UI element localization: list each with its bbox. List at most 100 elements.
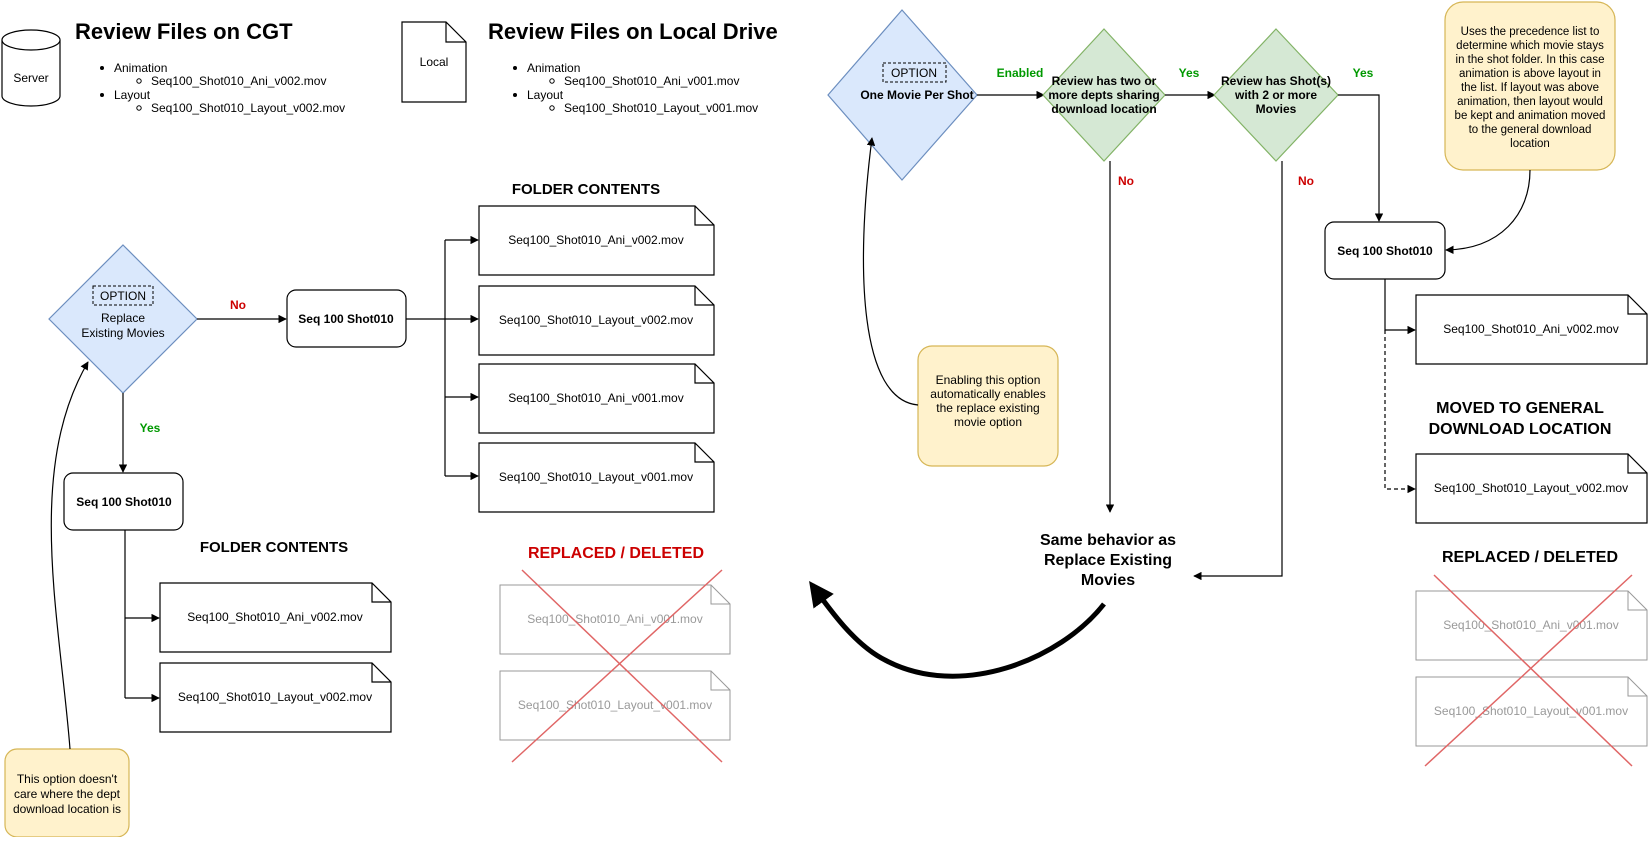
- yes-label: Yes: [1179, 66, 1200, 80]
- option-tag-box: [882, 62, 947, 83]
- decision-label: Review has two or: [1052, 74, 1157, 88]
- note-text: be kept and animation moved: [1455, 110, 1606, 122]
- folder-bracket: [406, 235, 479, 481]
- note-text: automatically enables: [930, 387, 1045, 401]
- local-file-icon: [401, 21, 467, 103]
- decision-label: Review has Shot(s): [1221, 74, 1331, 88]
- deleted-file-node: Seq100_Shot010_Layout_v001.mov: [1415, 676, 1648, 747]
- note-text: Uses the precedence list to: [1461, 26, 1600, 38]
- deleted-cross: [1424, 574, 1633, 767]
- file-node: Seq100_Shot010_Ani_v001.mov: [478, 363, 715, 434]
- file-name: Seq100_Shot010_Layout_v001.mov: [499, 470, 693, 484]
- note-text: movie option: [954, 415, 1022, 429]
- no-connector: [1193, 161, 1283, 581]
- file-name: Seq100_Shot010_Ani_v002.mov: [1443, 322, 1618, 336]
- file-name: Seq100_Shot010_Ani_v002.mov: [508, 233, 683, 247]
- deleted-cross: [511, 569, 723, 763]
- shot-node-label: Seq 100 Shot010: [1337, 244, 1433, 258]
- file-name: Seq100_Shot010_Layout_v002.mov: [499, 313, 693, 327]
- note-text: determine which movie stays: [1456, 40, 1604, 52]
- cgt-list-file: Seq100_Shot010_Ani_v002.mov: [151, 74, 326, 88]
- decision-label: Movies: [1256, 102, 1297, 116]
- folder-contents-title: FOLDER CONTENTS: [200, 539, 348, 556]
- depts-decision: [1042, 28, 1166, 162]
- note-text: the replace existing: [936, 401, 1039, 415]
- no-label: No: [1118, 174, 1134, 188]
- note-text: Enabling this option: [936, 373, 1041, 387]
- server-icon: [1, 29, 61, 107]
- same-behavior-text: Same behavior as: [1040, 532, 1176, 549]
- same-behavior-text: Movies: [1081, 572, 1135, 589]
- local-list-dept: Layout: [527, 88, 564, 102]
- note-text: animation, then layout would: [1457, 96, 1603, 108]
- local-icon-label: Local: [420, 55, 449, 69]
- deleted-file-node: Seq100_Shot010_Ani_v001.mov: [499, 584, 731, 655]
- same-behavior-text: Replace Existing: [1044, 552, 1172, 569]
- replaced-deleted-title: REPLACED / DELETED: [1442, 549, 1618, 566]
- one-movie-per-shot-decision: [827, 9, 978, 181]
- local-list-file: Seq100_Shot010_Layout_v001.mov: [564, 101, 758, 115]
- deleted-file-name: Seq100_Shot010_Ani_v001.mov: [1443, 618, 1618, 632]
- no-label: No: [1298, 174, 1314, 188]
- note-connector: [50, 361, 89, 750]
- yes-label: Yes: [1353, 66, 1374, 80]
- file-node: Seq100_Shot010_Ani_v002.mov: [1415, 294, 1648, 365]
- yes-label: Yes: [140, 421, 161, 435]
- folder-contents-title: FOLDER CONTENTS: [512, 181, 660, 198]
- decision-label: with 2 or more: [1234, 88, 1317, 102]
- moved-title: MOVED TO GENERAL: [1436, 400, 1604, 417]
- file-name: Seq100_Shot010_Layout_v002.mov: [178, 690, 372, 704]
- option-tag: OPTION: [100, 289, 146, 303]
- file-name: Seq100_Shot010_Layout_v002.mov: [1434, 481, 1628, 495]
- deleted-file-name: Seq100_Shot010_Ani_v001.mov: [527, 612, 702, 626]
- shot-node-label: Seq 100 Shot010: [76, 495, 172, 509]
- yes-connector: [1338, 94, 1384, 222]
- local-list-file: Seq100_Shot010_Ani_v001.mov: [564, 74, 739, 88]
- note-text: download location is: [13, 802, 121, 816]
- local-list-dept: Animation: [527, 61, 580, 75]
- folder-bracket: [124, 530, 160, 703]
- local-list: Animation Seq100_Shot010_Ani_v001.mov La…: [513, 61, 758, 115]
- file-node: Seq100_Shot010_Layout_v002.mov: [159, 662, 392, 733]
- deleted-file-node: Seq100_Shot010_Layout_v001.mov: [499, 670, 731, 741]
- decision-label: Replace: [101, 311, 145, 325]
- note-text: This option doesn't: [17, 772, 118, 786]
- replaced-deleted-title: REPLACED / DELETED: [528, 545, 704, 562]
- local-title: Review Files on Local Drive: [488, 19, 778, 44]
- same-behavior-curved-arrow: [809, 580, 1106, 679]
- file-name: Seq100_Shot010_Ani_v002.mov: [187, 610, 362, 624]
- shot-node-label: Seq 100 Shot010: [298, 312, 394, 326]
- cgt-list: Animation Seq100_Shot010_Ani_v002.mov La…: [100, 61, 345, 115]
- cgt-list-dept: Layout: [114, 88, 151, 102]
- file-node: Seq100_Shot010_Layout_v002.mov: [478, 285, 715, 356]
- decision-label: download location: [1051, 102, 1156, 116]
- note-text: in the shot folder. In this case: [1456, 54, 1605, 66]
- shots-decision: [1213, 28, 1339, 162]
- no-label: No: [230, 298, 246, 312]
- kept-connector: [1384, 279, 1416, 335]
- note-text: animation is above layout in: [1459, 68, 1601, 80]
- enabled-label: Enabled: [997, 66, 1044, 80]
- cgt-title: Review Files on CGT: [75, 19, 293, 44]
- deleted-file-node: Seq100_Shot010_Ani_v001.mov: [1415, 590, 1648, 661]
- note-connector: [1445, 169, 1531, 255]
- file-name: Seq100_Shot010_Ani_v001.mov: [508, 391, 683, 405]
- moved-title: DOWNLOAD LOCATION: [1429, 421, 1612, 438]
- moved-connector: [1384, 330, 1416, 494]
- note-text: the list. If layout was above: [1461, 82, 1599, 94]
- note-box: [917, 345, 1059, 467]
- note-text: care where the dept: [14, 787, 121, 801]
- decision-label: One Movie Per Shot: [860, 88, 973, 102]
- option-tag-box: [92, 285, 154, 306]
- option-tag: OPTION: [891, 66, 937, 80]
- file-node: Seq100_Shot010_Layout_v002.mov: [1415, 453, 1648, 524]
- note-text: to the general download: [1469, 124, 1592, 136]
- cgt-list-dept: Animation: [114, 61, 167, 75]
- deleted-file-name: Seq100_Shot010_Layout_v001.mov: [518, 698, 712, 712]
- decision-label: Existing Movies: [81, 326, 164, 340]
- file-node: Seq100_Shot010_Layout_v001.mov: [478, 442, 715, 513]
- shot-node: [63, 472, 184, 531]
- decision-label: more depts sharing: [1048, 88, 1159, 102]
